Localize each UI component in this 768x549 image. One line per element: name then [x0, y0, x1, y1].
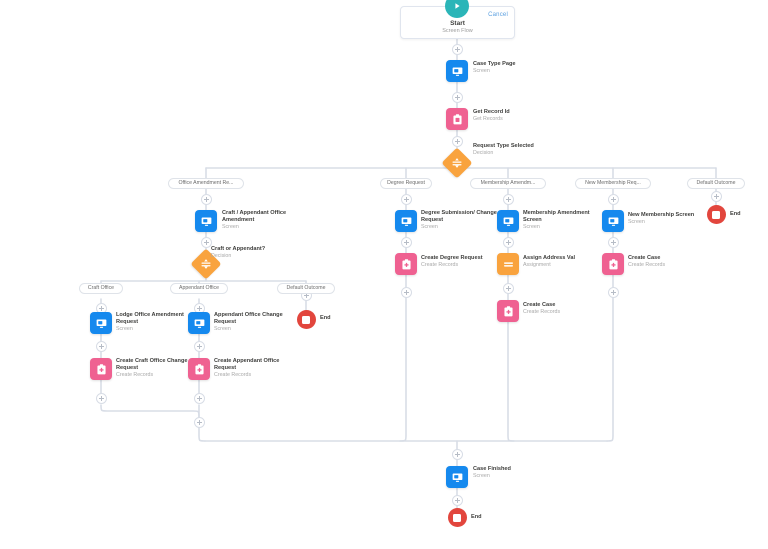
branch-label-new-membership[interactable]: New Membership Req...	[575, 178, 651, 189]
screen-icon	[395, 210, 417, 232]
end-label: End	[320, 315, 331, 321]
add-element-button[interactable]	[400, 237, 412, 248]
assignment-icon	[497, 253, 519, 275]
node-label: Assign Address Val	[523, 255, 576, 261]
end-node-inner[interactable]	[296, 310, 316, 329]
end-label: End	[471, 514, 482, 520]
create-records-icon	[497, 300, 519, 322]
node-sublabel: Create Records	[421, 262, 459, 268]
node-label: Craft / Appendant Office Amendment	[222, 210, 287, 223]
end-node-default-outcome[interactable]	[706, 205, 726, 224]
create-records-icon	[395, 253, 417, 275]
add-element-button[interactable]	[193, 393, 205, 404]
cancel-link[interactable]: Cancel	[488, 12, 508, 18]
node-label: Create Case	[628, 255, 661, 261]
node-label: Membership Amendment Screen	[523, 210, 590, 223]
start-subtitle: Screen Flow	[442, 28, 473, 34]
get-records-icon	[446, 108, 468, 130]
node-label: New Membership Screen	[628, 212, 695, 218]
add-element-button[interactable]	[607, 194, 619, 205]
add-element-button[interactable]	[710, 191, 722, 202]
end-icon	[302, 315, 310, 324]
create-records-icon	[90, 358, 112, 380]
end-node-final[interactable]	[447, 508, 467, 527]
decision-icon	[446, 152, 468, 174]
node-sublabel: Screen	[421, 224, 438, 230]
play-icon[interactable]	[445, 0, 469, 18]
decision-icon	[195, 253, 217, 275]
create-records-icon	[188, 358, 210, 380]
add-element-button[interactable]	[451, 136, 463, 147]
add-element-button[interactable]	[451, 495, 463, 506]
node-sublabel: Screen	[473, 473, 490, 479]
add-element-button[interactable]	[451, 449, 463, 460]
node-sublabel: Create Records	[523, 309, 561, 315]
branch-label-default-outcome-inner[interactable]: Default Outcome	[277, 283, 335, 294]
add-element-button[interactable]	[95, 393, 107, 404]
create-records-icon	[602, 253, 624, 275]
end-label: End	[730, 211, 741, 217]
add-element-button[interactable]	[502, 283, 514, 294]
node-label: Get Record Id	[473, 109, 510, 115]
add-element-button[interactable]	[400, 194, 412, 205]
node-sublabel: Create Records	[116, 372, 154, 378]
node-sublabel: Screen	[473, 68, 490, 74]
screen-icon	[90, 312, 112, 334]
node-sublabel: Decision	[473, 150, 494, 156]
node-label: Create Appendant Office Request	[214, 358, 280, 371]
screen-icon	[195, 210, 217, 232]
screen-icon	[602, 210, 624, 232]
add-element-button[interactable]	[95, 341, 107, 352]
node-sublabel: Screen	[222, 224, 239, 230]
node-sublabel: Create Records	[214, 372, 252, 378]
add-element-button[interactable]	[502, 237, 514, 248]
screen-icon	[188, 312, 210, 334]
start-title: Start	[450, 20, 465, 27]
node-sublabel: Get Records	[473, 116, 503, 122]
add-element-button[interactable]	[451, 44, 463, 55]
add-element-button[interactable]	[200, 237, 212, 248]
branch-label-membership-amendment[interactable]: Membership Amendm...	[470, 178, 546, 189]
node-label: Lodge Office Amendment Request	[116, 312, 184, 325]
node-label: Request Type Selected	[473, 143, 534, 149]
node-label: Degree Submission/ Change Request	[421, 210, 497, 223]
node-label: Create Craft Office Change Request	[116, 358, 188, 371]
branch-label-craft-office[interactable]: Craft Office	[79, 283, 123, 294]
add-element-button[interactable]	[400, 287, 412, 298]
screen-icon	[446, 60, 468, 82]
node-sublabel: Decision	[211, 253, 232, 259]
node-sublabel: Create Records	[628, 262, 666, 268]
add-element-button[interactable]	[200, 194, 212, 205]
branch-label-appendant-office[interactable]: Appendant Office	[170, 283, 228, 294]
add-element-button[interactable]	[193, 417, 205, 428]
add-element-button[interactable]	[502, 194, 514, 205]
node-sublabel: Assignment	[523, 262, 551, 268]
add-element-button[interactable]	[193, 341, 205, 352]
add-element-button[interactable]	[451, 92, 463, 103]
screen-icon	[446, 466, 468, 488]
node-sublabel: Screen	[523, 224, 540, 230]
add-element-button[interactable]	[607, 287, 619, 298]
add-element-button[interactable]	[607, 237, 619, 248]
branch-label-office-amendment[interactable]: Office Amendment Re...	[168, 178, 244, 189]
node-sublabel: Screen	[116, 326, 133, 332]
screen-icon	[497, 210, 519, 232]
branch-label-default-outcome[interactable]: Default Outcome	[687, 178, 745, 189]
branch-label-degree-request[interactable]: Degree Request	[380, 178, 432, 189]
node-sublabel: Screen	[214, 326, 231, 332]
node-label: Create Degree Request	[421, 255, 483, 261]
node-label: Create Case	[523, 302, 556, 308]
end-icon	[453, 513, 461, 522]
node-label: Case Finished	[473, 466, 511, 472]
node-label: Appendant Office Change Request	[214, 312, 283, 325]
node-label: Case Type Page	[473, 61, 516, 67]
node-sublabel: Screen	[628, 219, 645, 225]
end-icon	[712, 210, 720, 219]
node-label: Craft or Appendant?	[211, 246, 266, 252]
